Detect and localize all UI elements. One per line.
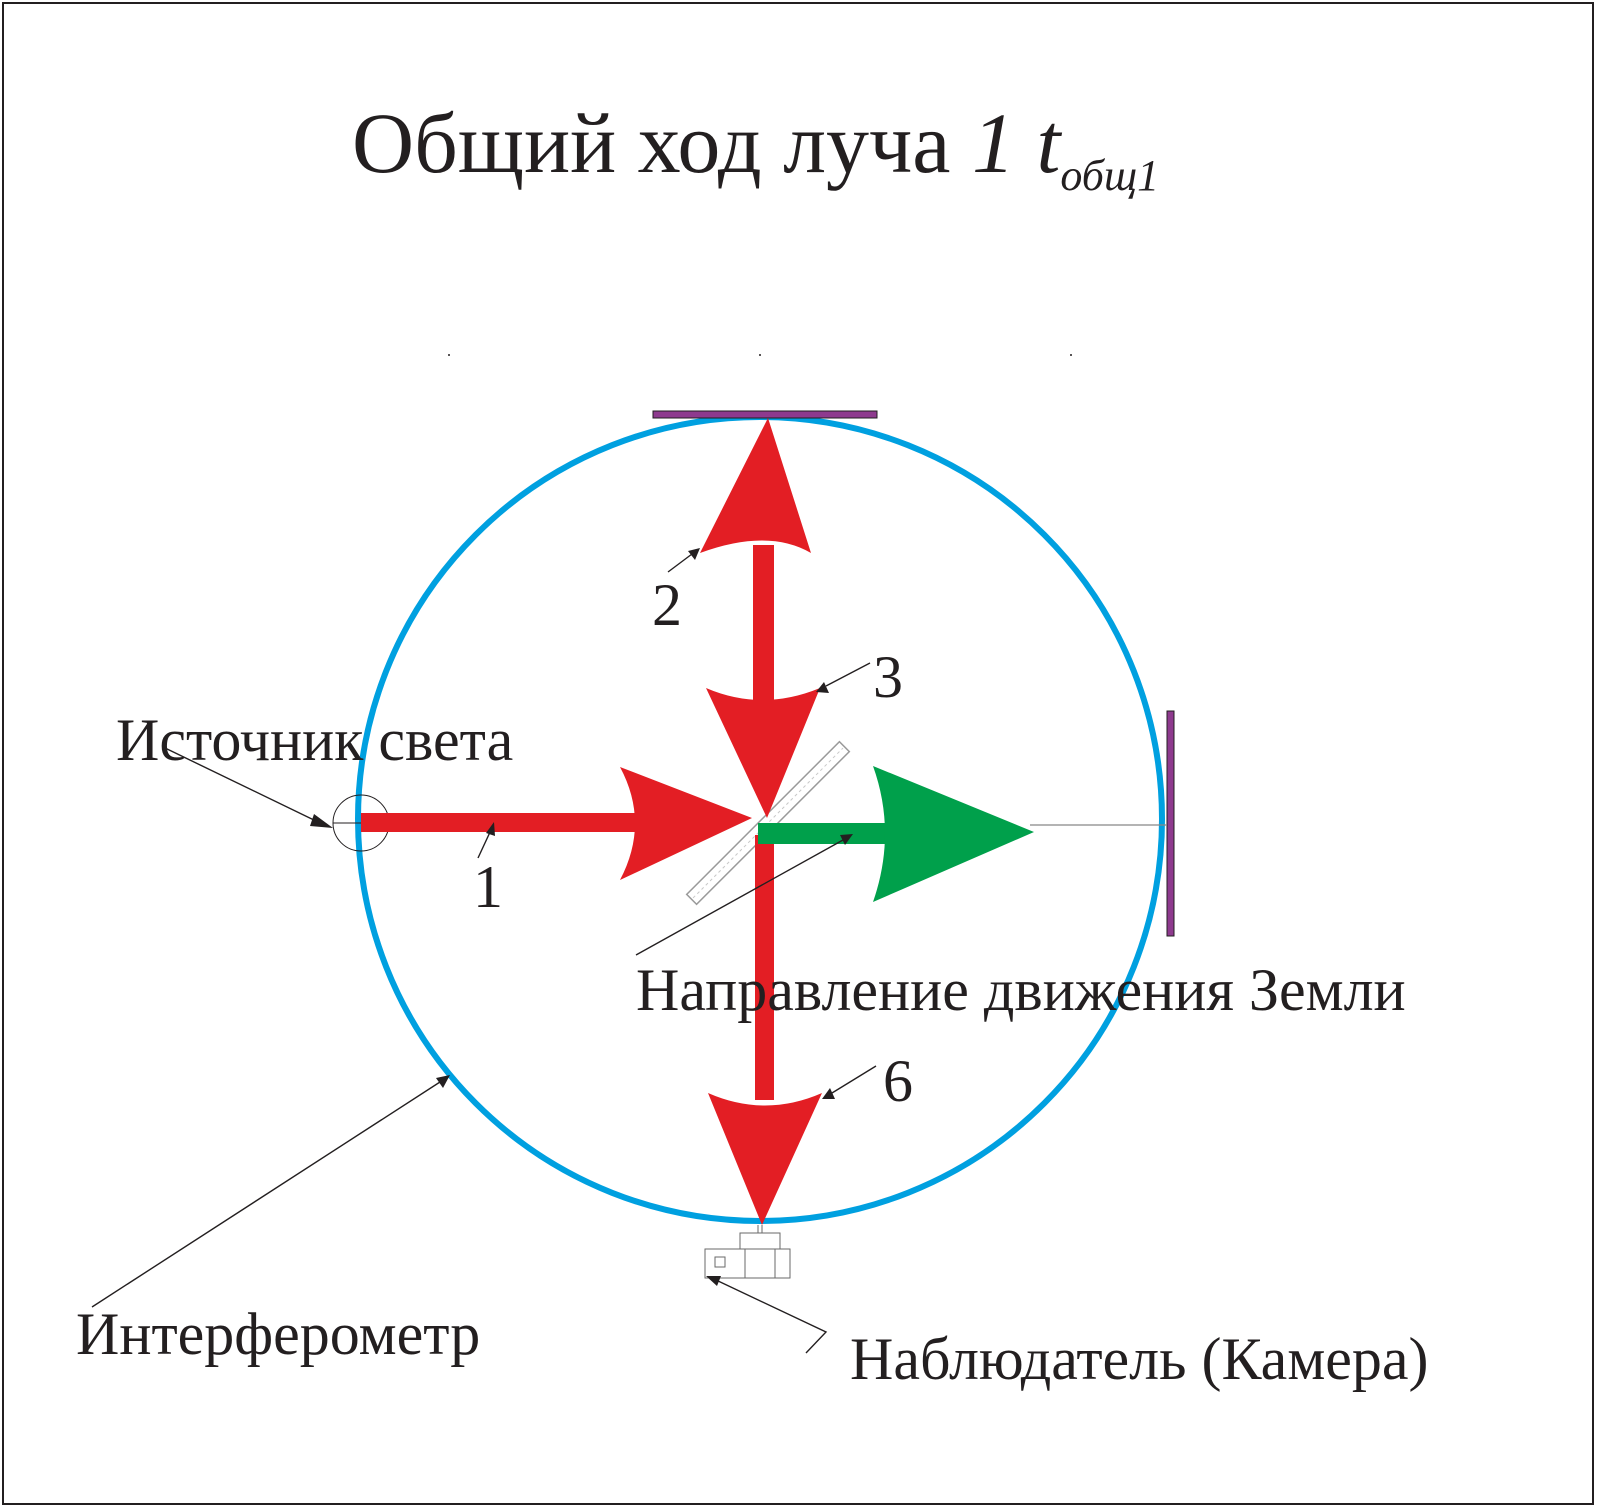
label-light-source: Источник света [116,707,513,773]
stray-dot [448,354,450,356]
leader-earth-direction [635,834,853,956]
beam-1-arrowhead [620,767,752,880]
label-earth-direction: Направление движения Земли [636,957,1406,1023]
beam-2-arrowhead [700,418,811,553]
diagram-title: Общий ход луча 1 tобщ1 [352,95,1159,200]
leader-beam-3 [816,662,871,693]
leader-observer [706,1276,828,1354]
stray-dot [1070,354,1072,356]
label-number-6: 6 [883,1048,913,1114]
leader-beam-2 [667,548,700,573]
earth-motion-shaft [758,823,898,844]
beam-3-arrowhead [706,688,820,818]
label-interferometer: Интерферометр [76,1301,480,1367]
leader-beam-6 [822,1065,877,1099]
beam-segment-1 [361,813,661,832]
label-number-2: 2 [652,572,682,638]
top-mirror [652,410,878,419]
label-number-1: 1 [473,854,503,920]
label-number-3: 3 [873,644,903,710]
earth-motion-arrowhead [873,766,1034,902]
beam-vertical-lower [755,835,774,1100]
right-mirror [1166,710,1175,937]
leader-light-source [162,746,333,828]
leader-beam-1 [477,822,495,859]
label-observer: Наблюдатель (Камера) [850,1326,1429,1392]
beam-vertical-upper [753,545,774,700]
camera-icon [704,1225,791,1279]
stray-dot [759,354,761,356]
beam-6-arrowhead [708,1093,822,1225]
leader-interferometer [91,1075,450,1308]
